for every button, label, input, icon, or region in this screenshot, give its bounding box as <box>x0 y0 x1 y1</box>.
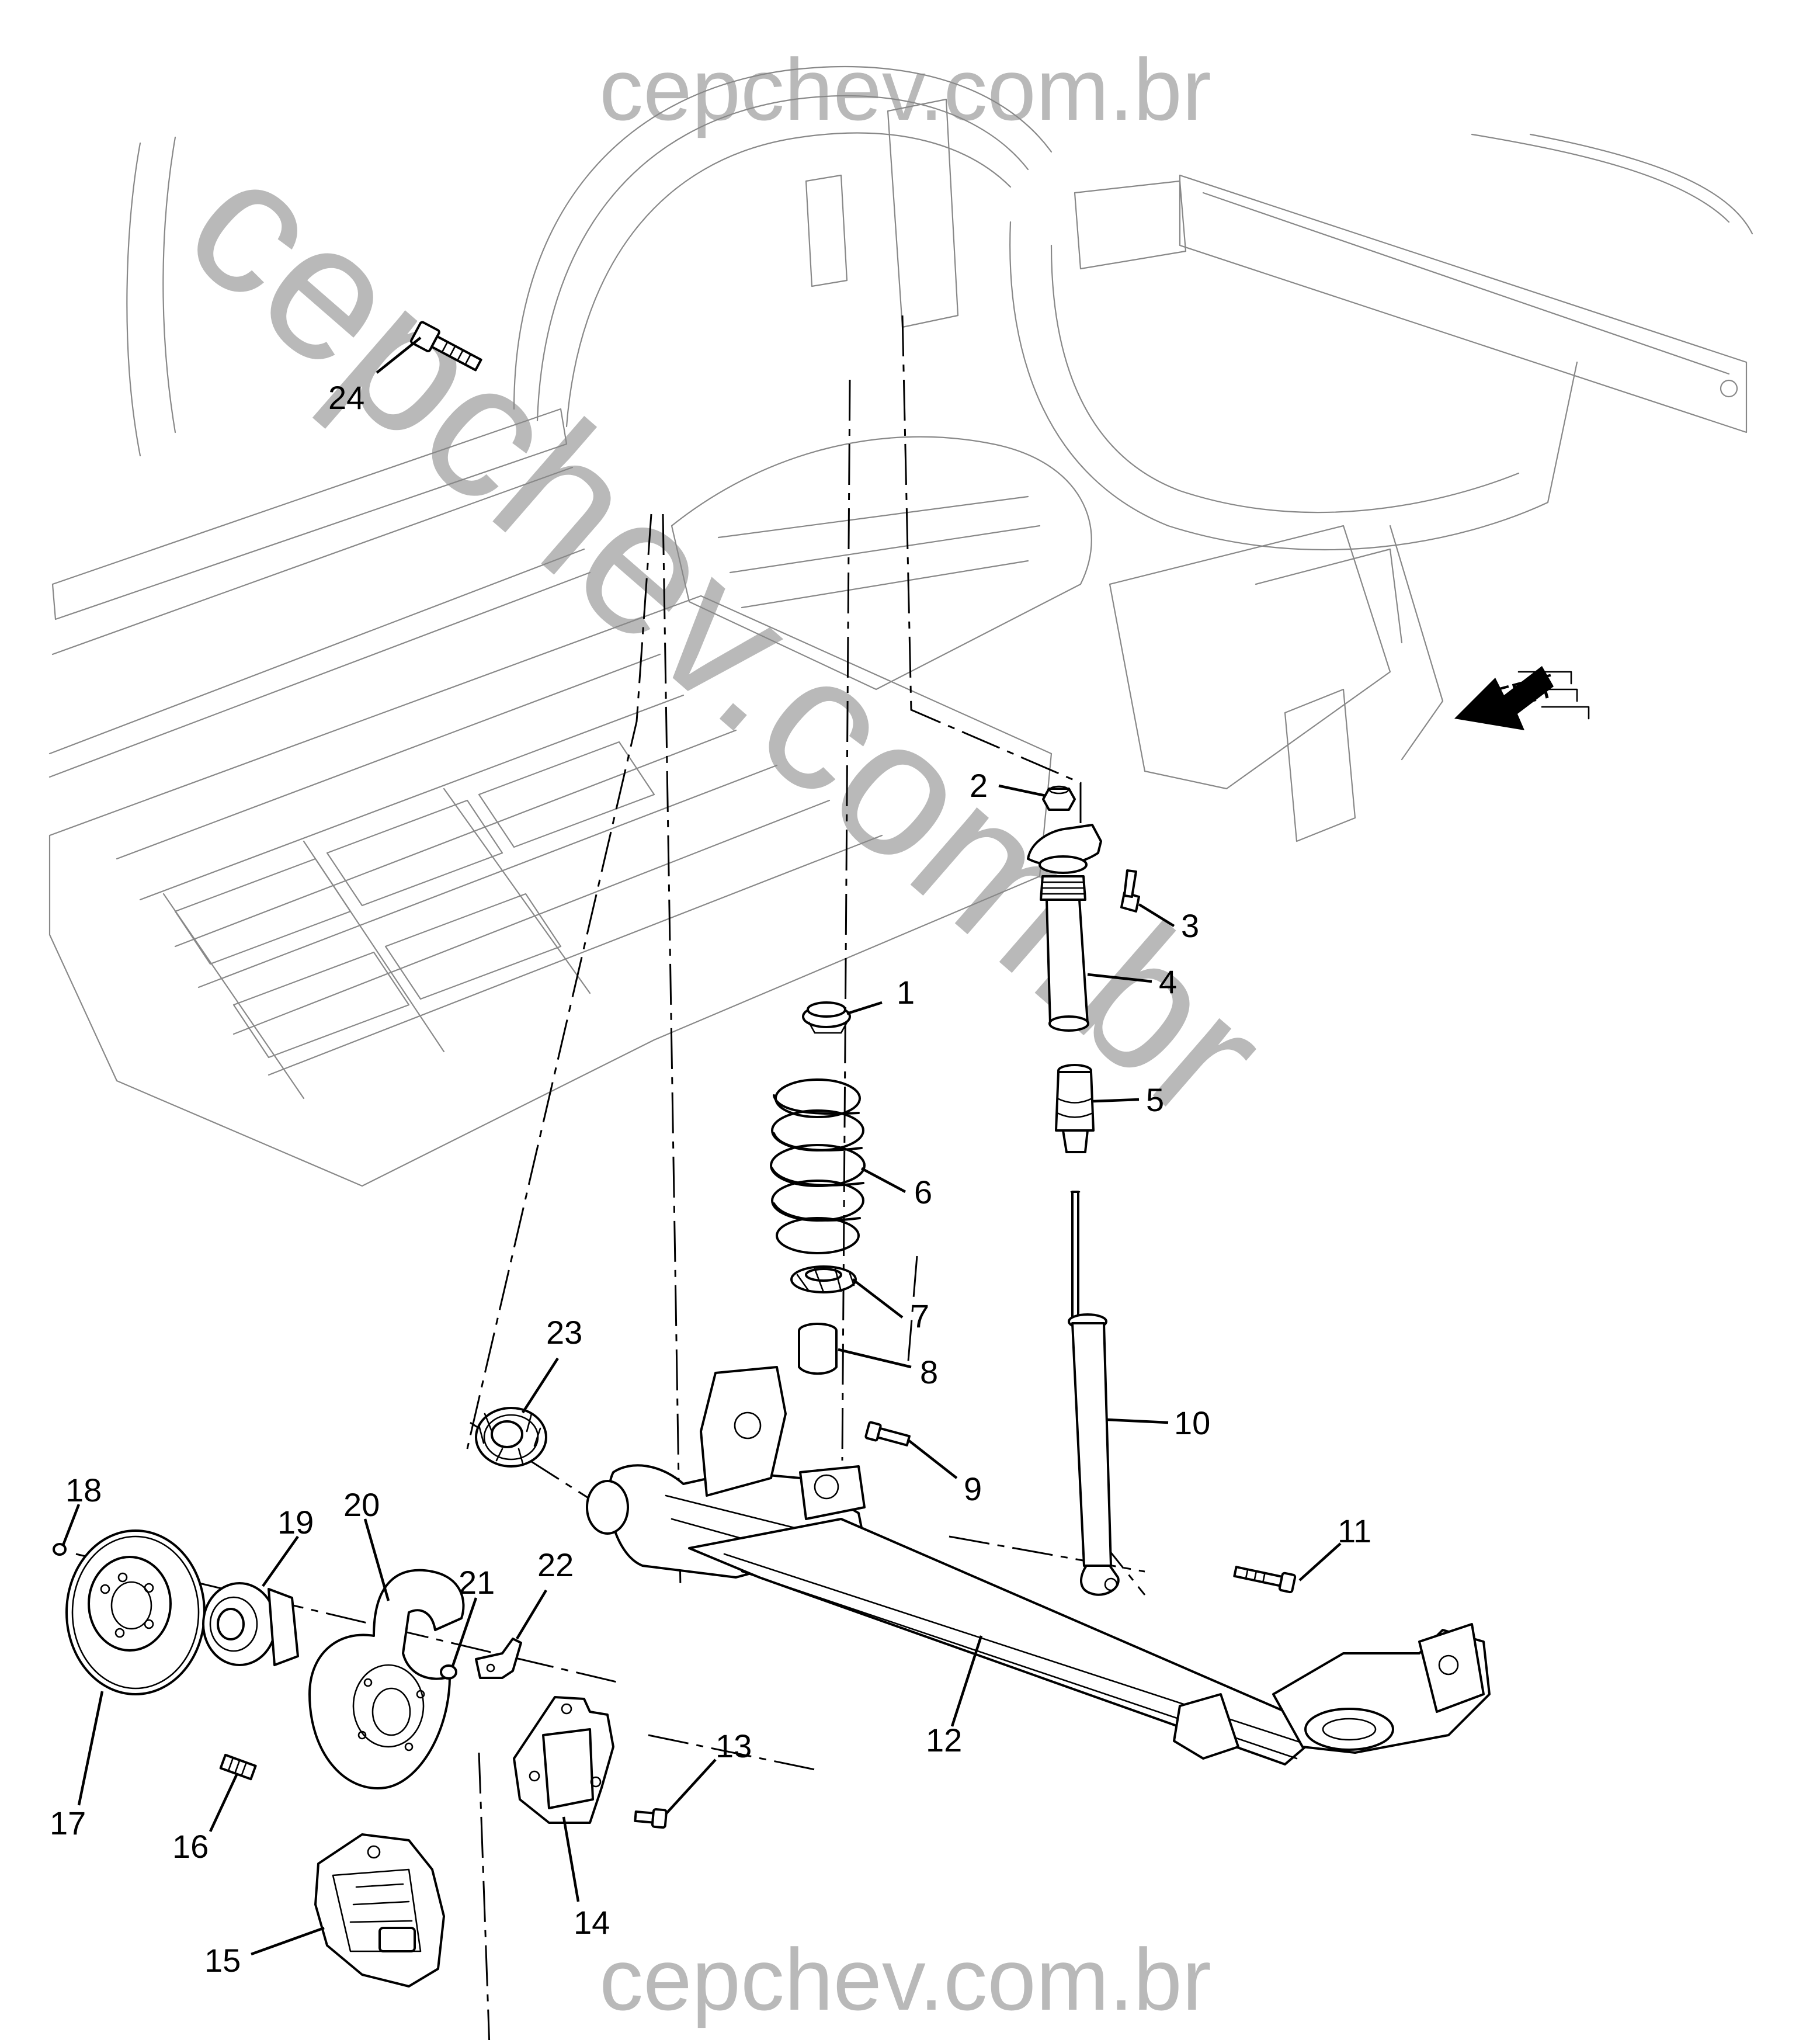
part-18-screw <box>53 1543 67 1556</box>
part-10-shock-absorber <box>1068 1191 1120 1596</box>
part-17-brake-rotor <box>65 1529 206 1695</box>
part-12-rear-axle <box>586 1366 1491 1765</box>
callout-24: 24 <box>328 379 364 416</box>
callout-8: 8 <box>920 1354 938 1390</box>
callout-11: 11 <box>1338 1513 1371 1549</box>
part-13-bolt <box>634 1808 668 1829</box>
callout-4: 4 <box>1159 963 1177 1000</box>
callout-17: 17 <box>50 1805 86 1841</box>
callout-2: 2 <box>970 767 988 804</box>
callout-5: 5 <box>1146 1081 1164 1118</box>
part-19-hub-bearing <box>202 1582 299 1666</box>
callout-1: 1 <box>897 974 915 1011</box>
part-21-bolt <box>440 1664 457 1680</box>
callout-3: 3 <box>1181 907 1199 944</box>
watermark-top: cepchev.com.br <box>599 40 1211 138</box>
part-24-bolt <box>410 321 482 372</box>
part-6-coil-spring <box>770 1078 866 1254</box>
callout-15: 15 <box>204 1942 241 1979</box>
watermark-bottom: cepchev.com.br <box>599 1930 1211 2028</box>
part-2-nut <box>1042 785 1076 811</box>
part-16-wheel-stud <box>219 1753 257 1781</box>
part-23-pivot-bushing <box>475 1407 547 1468</box>
callout-14: 14 <box>574 1904 610 1941</box>
callout-20: 20 <box>343 1486 380 1523</box>
callout-10: 10 <box>1174 1404 1210 1441</box>
part-1-upper-spring-insulator <box>802 1001 851 1034</box>
callout-labels: 1 2 3 4 5 6 7 8 9 10 11 12 13 14 15 16 1… <box>50 379 1371 1979</box>
callout-12: 12 <box>926 1722 962 1758</box>
part-11-bolt <box>1233 1566 1297 1594</box>
part-14-caliper-bracket <box>513 1696 614 1824</box>
callout-18: 18 <box>65 1472 102 1508</box>
part-20-splash-shield <box>308 1569 465 1789</box>
callout-7: 7 <box>911 1298 929 1334</box>
callout-21: 21 <box>459 1564 495 1601</box>
part-5-bump-stop <box>1055 1064 1095 1153</box>
callout-9: 9 <box>964 1470 982 1507</box>
front-direction-arrow-icon: FRT <box>1454 666 1590 730</box>
callout-6: 6 <box>914 1174 932 1210</box>
part-8-spring-bumper <box>798 1323 838 1375</box>
part-7-lower-spring-insulator <box>790 1265 857 1293</box>
watermark-diagonal: cepchev.com.br <box>148 113 1306 1160</box>
vehicle-underbody <box>48 65 1753 1187</box>
callout-16: 16 <box>172 1828 209 1865</box>
callout-13: 13 <box>716 1728 752 1764</box>
part-4-shock-mount-and-dust-boot <box>1027 824 1102 1032</box>
callout-23: 23 <box>546 1314 582 1351</box>
part-3-bolt <box>1120 869 1140 913</box>
leader-lines <box>61 337 1342 1956</box>
callout-19: 19 <box>277 1504 314 1541</box>
front-direction-label: FRT <box>1488 667 1558 719</box>
part-15-brake-caliper <box>314 1833 445 1987</box>
callout-22: 22 <box>537 1546 574 1583</box>
part-9-bolt <box>864 1421 911 1447</box>
part-22-sensor-bracket <box>475 1638 522 1679</box>
